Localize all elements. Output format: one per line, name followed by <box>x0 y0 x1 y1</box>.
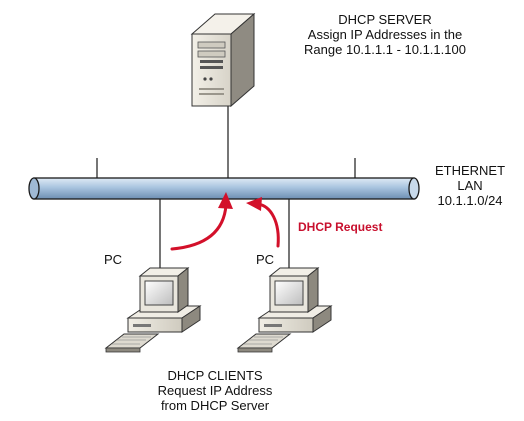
arrow-icon <box>246 197 280 248</box>
server-label: DHCP SERVER Assign IP Addresses in the R… <box>265 12 505 57</box>
clients-desc-line2: from DHCP Server <box>160 398 270 413</box>
server-desc-line1: Assign IP Addresses in the <box>307 27 463 42</box>
server-icon <box>190 12 256 108</box>
ethernet-bus <box>28 177 420 200</box>
server-desc-line2: Range 10.1.1.1 - 10.1.1.100 <box>304 42 466 57</box>
pc-icon <box>236 266 333 353</box>
clients-label: DHCP CLIENTS Request IP Address from DHC… <box>120 368 310 413</box>
dhcp-request-label: DHCP Request <box>298 220 383 234</box>
pc-icon <box>104 266 202 353</box>
pc-label-left: PC <box>104 252 123 267</box>
arrow-icon <box>170 192 233 251</box>
clients-desc-line1: Request IP Address <box>157 383 273 398</box>
lan-label: ETHERNET LAN 10.1.1.0/24 <box>418 163 522 208</box>
bus-stubs <box>96 158 356 178</box>
clients-title: DHCP CLIENTS <box>167 368 263 383</box>
lan-type: LAN <box>457 178 483 193</box>
server-title: DHCP SERVER <box>338 12 432 27</box>
lan-title: ETHERNET <box>434 163 506 178</box>
lan-subnet: 10.1.1.0/24 <box>437 193 503 208</box>
pc-label-right: PC <box>256 252 275 267</box>
